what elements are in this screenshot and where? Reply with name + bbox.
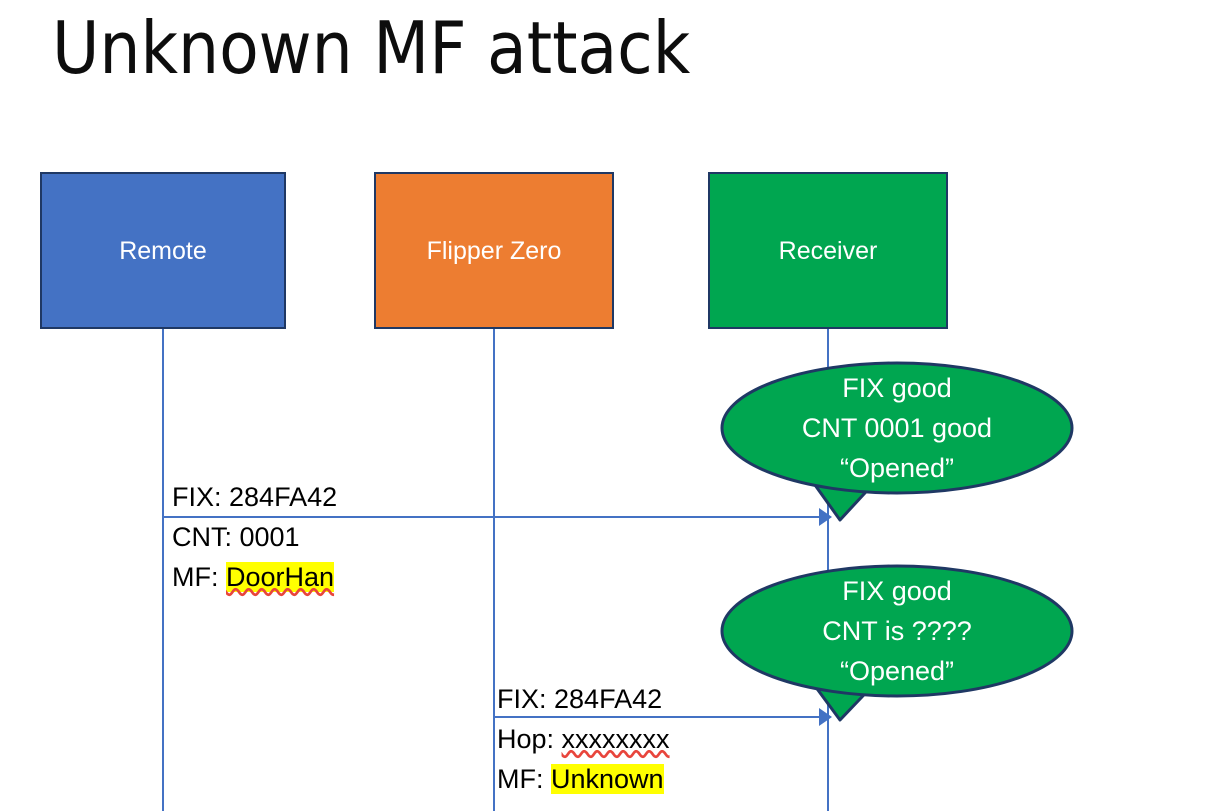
message-1-line-2-value: 0001	[239, 522, 300, 552]
message-2-line-1-label: FIX:	[497, 684, 555, 714]
message-1-line-3-value: DoorHan	[226, 562, 335, 592]
callout-1-line-2: CNT 0001 good	[801, 413, 993, 443]
callout-2-line-1: FIX good	[842, 576, 952, 606]
callout-2-line-3: “Opened”	[839, 656, 955, 686]
message-arrow-1-head	[819, 508, 832, 526]
callout-2-line-2: CNT is ????	[822, 616, 972, 646]
message-2-line-1-value: 284FA42	[554, 684, 663, 714]
message-2-line-2-value: xxxxxxxx	[561, 724, 670, 754]
message-1-line-2: CNT: 0001	[172, 517, 337, 557]
message-2-line-2-label: Hop:	[497, 724, 562, 754]
message-1-line-3: MF: DoorHan	[172, 557, 337, 597]
message-2-line-3: MF: Unknown	[497, 759, 670, 799]
message-1-line-2-label: CNT:	[172, 522, 240, 552]
callout-text-2: FIX good CNT is ???? “Opened”	[722, 571, 1072, 691]
callout-1-line-1: FIX good	[842, 373, 952, 403]
message-1-line-1-value: 284FA42	[229, 482, 338, 512]
message-text-1: FIX: 284FA42 CNT: 0001 MF: DoorHan	[172, 477, 337, 597]
message-2-line-3-value: Unknown	[551, 764, 664, 794]
message-1-line-1-label: FIX:	[172, 482, 230, 512]
actor-box-remote[interactable]: Remote	[40, 172, 286, 329]
message-2-line-3-label: MF:	[497, 764, 551, 794]
callout-2-bubble	[720, 564, 1074, 698]
message-text-2: FIX: 284FA42 Hop: xxxxxxxx MF: Unknown	[497, 679, 670, 799]
callout-text-1: FIX good CNT 0001 good “Opened”	[722, 368, 1072, 488]
actor-box-flipper-zero[interactable]: Flipper Zero	[374, 172, 614, 329]
actor-box-receiver[interactable]: Receiver	[708, 172, 948, 329]
page-title: Unknown MF attack	[52, 6, 691, 90]
message-arrow-2-head	[819, 708, 832, 726]
actor-label-flipper-zero: Flipper Zero	[426, 236, 562, 265]
actor-label-remote: Remote	[119, 236, 207, 265]
message-2-line-1: FIX: 284FA42	[497, 679, 670, 719]
callout-1-line-3: “Opened”	[839, 453, 955, 483]
message-2-line-2: Hop: xxxxxxxx	[497, 719, 670, 759]
actor-label-receiver: Receiver	[778, 236, 878, 265]
callout-1-bubble	[720, 361, 1074, 495]
message-1-line-1: FIX: 284FA42	[172, 477, 337, 517]
message-1-line-3-label: MF:	[172, 562, 226, 592]
